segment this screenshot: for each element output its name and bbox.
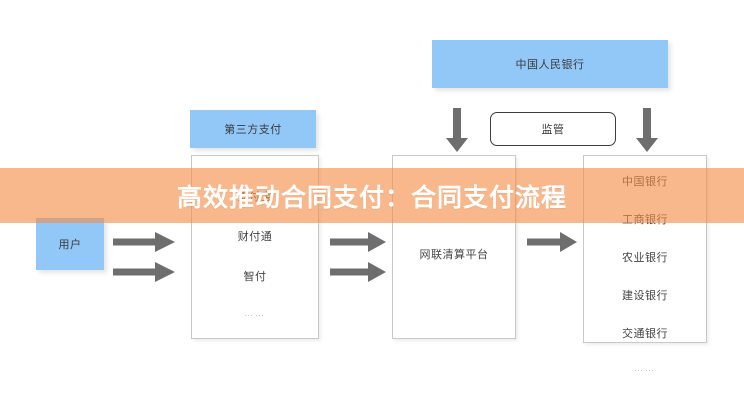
arrow-right-icon [113,232,175,252]
clearing-platform-label: 网联清算平台 [419,249,489,261]
payment-providers-column: 支付宝 财付通 智付 …… [191,155,319,339]
list-item: 农业银行 [622,252,668,264]
arrow-right-icon [527,232,577,252]
list-item: 智付 [243,271,267,283]
arrow-down-icon [446,108,468,152]
node-third-party-payment-label: 第三方支付 [224,124,282,136]
banks-list: 中国银行 工商银行 农业银行 建设银行 交通银行 …… [584,156,706,373]
payment-providers-list: 支付宝 财付通 智付 …… [192,156,318,318]
list-item: 中国银行 [622,176,668,188]
list-item: 建设银行 [622,290,668,302]
arrow-right-icon [330,232,386,252]
node-user-label: 用户 [58,239,82,251]
list-item: 支付宝 [237,191,273,203]
banks-column: 中国银行 工商银行 农业银行 建设银行 交通银行 …… [583,155,707,373]
node-supervision: 监管 [490,112,616,146]
list-item-ellipsis: …… [244,308,266,318]
clearing-platform-column: 网联清算平台 [392,155,516,339]
list-item: 工商银行 [622,214,668,226]
arrow-right-icon [330,262,386,282]
list-item: 交通银行 [622,328,668,340]
arrow-right-icon [113,262,175,282]
node-third-party-payment: 第三方支付 [190,110,316,148]
list-item-ellipsis: …… [634,363,656,373]
arrow-down-icon [636,108,658,152]
node-central-bank-label: 中国人民银行 [515,59,585,71]
node-central-bank: 中国人民银行 [432,40,668,88]
node-supervision-label: 监管 [541,124,565,136]
list-item: 财付通 [237,231,273,243]
node-user: 用户 [36,218,104,270]
